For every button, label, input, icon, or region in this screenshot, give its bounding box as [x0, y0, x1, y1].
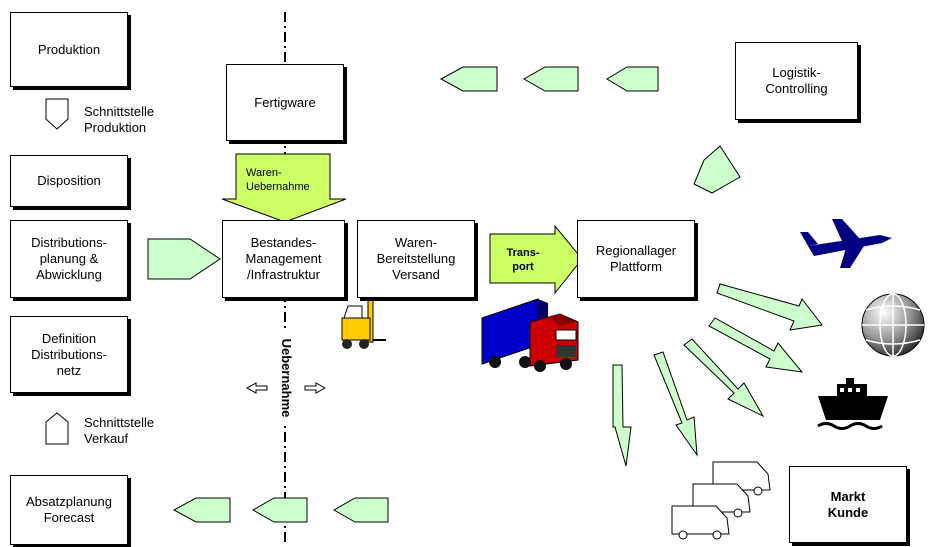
delivery-van-3 [671, 505, 730, 540]
feedback-arrow-top-3 [606, 66, 659, 92]
waren-bereitstellung-box: Waren- Bereitstellung Versand [357, 220, 475, 298]
uebernahme-vertical-label: Uebernahme [278, 330, 294, 426]
controlling-feedback-arrow [693, 145, 741, 194]
truck-icon [481, 298, 579, 372]
ship-icon [817, 378, 888, 430]
delivery-van-1 [712, 461, 771, 496]
feedback-arrow-bottom-1 [172, 497, 231, 523]
bestandes-management-box: Bestandes- Management /Infrastruktur [222, 220, 345, 298]
airplane-icon [800, 219, 892, 268]
schnittstelle-verkauf-label: Schnittstelle Verkauf [84, 415, 155, 446]
transport-arrow [489, 224, 583, 295]
logistik-controlling-box: Logistik- Controlling [735, 42, 858, 120]
feedback-arrow-bottom-2 [251, 497, 308, 523]
absatzplanung-box: Absatzplanung Forecast [10, 475, 128, 545]
definition-distributionsnetz-box: Definition Distributions- netz [10, 316, 128, 393]
distribution-arrow-2 [708, 317, 804, 373]
distribution-input-arrow [147, 238, 221, 280]
schnittstelle-verkauf-arrow [45, 412, 69, 445]
distribution-arrow-4 [653, 351, 698, 457]
schnittstelle-produktion-arrow [45, 98, 69, 130]
distribution-arrow-1 [716, 283, 823, 331]
feedback-arrow-top-2 [522, 66, 579, 92]
markt-kunde-box: Markt Kunde [789, 466, 907, 543]
distribution-arrow-3 [683, 338, 765, 418]
delivery-vans-icon [671, 461, 771, 540]
waren-uebernahme-label: Waren- Uebernahme [246, 167, 310, 193]
produktion-box: Produktion [10, 12, 128, 87]
distributionsplanung-box: Distributions- planung & Abwicklung [10, 220, 128, 298]
uebernahme-right-arrow [304, 382, 327, 394]
globe-icon [861, 293, 925, 357]
regionallager-box: Regionallager Plattform [577, 220, 695, 298]
schnittstelle-produktion-label: Schnittstelle Produktion [84, 104, 155, 135]
fertigware-box: Fertigware [226, 64, 344, 141]
waren-uebernahme-arrow [221, 153, 347, 223]
disposition-box: Disposition [10, 155, 128, 207]
feedback-arrow-bottom-3 [332, 497, 389, 523]
distribution-arrow-5 [612, 364, 632, 467]
feedback-arrow-top-1 [439, 66, 498, 92]
transport-label: Trans- port [506, 247, 540, 273]
uebernahme-left-arrow [245, 382, 268, 394]
